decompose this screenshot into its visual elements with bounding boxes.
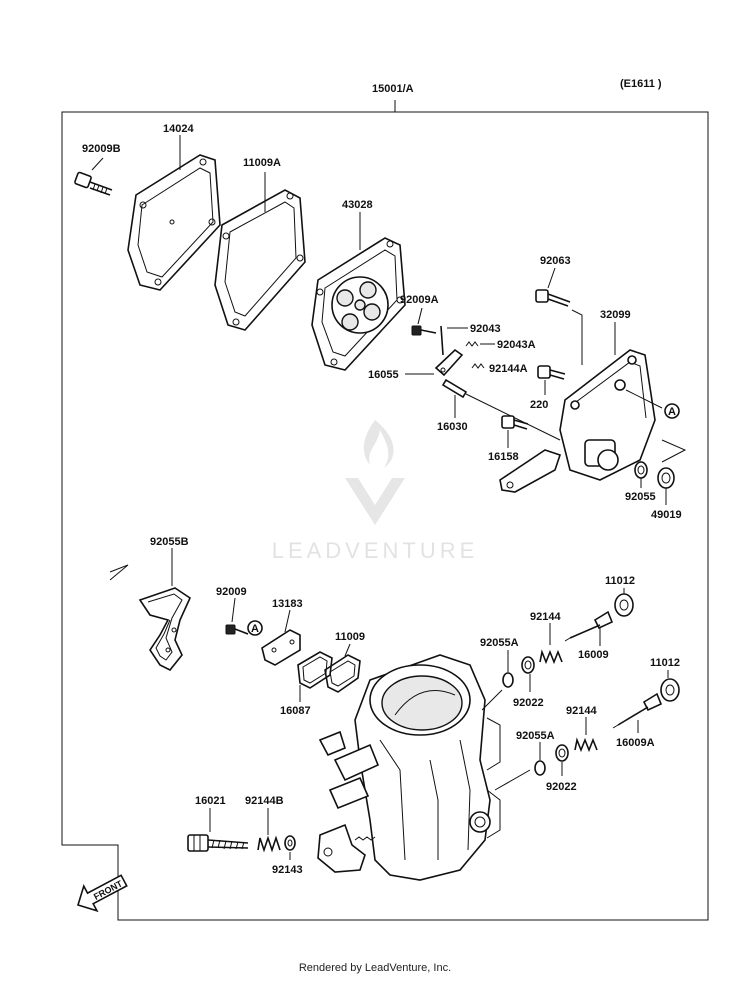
label-92009: 92009 [216,586,247,598]
part-92009A-screw [411,325,437,336]
label-92055B: 92055B [150,536,189,548]
part-92055A-oring-upper [502,672,514,688]
label-92063: 92063 [540,255,571,267]
front-arrow-icon: FRONT [77,874,128,913]
part-16009A-needle [612,692,663,729]
part-32099-body [499,349,656,493]
part-92009B-screw [74,171,113,196]
label-16009: 16009 [578,649,609,661]
part-92144-spring-lower [574,737,598,753]
label-13183: 13183 [272,598,303,610]
ref-marker-a-bottom [247,620,263,636]
part-11012-cap-upper [614,593,634,617]
part-11009-gasket [324,654,361,693]
part-13183-plate [261,629,301,666]
label-92055A-lower: 92055A [516,730,555,742]
diagram-code: (E1611 ) [620,78,662,90]
part-14024-cover [127,154,221,291]
label-16055: 16055 [368,369,399,381]
label-49019: 49019 [651,509,682,521]
label-92022-lower: 92022 [546,781,577,793]
label-92055A-upper: 92055A [480,637,519,649]
label-16158: 16158 [488,451,519,463]
part-92022-washer-upper [521,656,535,674]
v-logo-icon [345,478,405,525]
label-92009B: 92009B [82,143,121,155]
part-92055B-gasket [138,587,192,672]
label-11012-lower: 11012 [650,657,680,669]
ref-marker-a-top [664,403,680,419]
svg-text:A: A [251,623,259,635]
label-92022-upper: 92022 [513,697,544,709]
label-16021: 16021 [195,795,226,807]
label-11012-upper: 11012 [605,575,635,587]
assembly-label: 15001/A [372,83,414,95]
part-92143-washer [284,835,296,851]
part-92055A-oring-lower [534,760,546,776]
label-92055: 92055 [625,491,656,503]
part-92055-oring [634,461,648,479]
assembly-frame [61,111,709,921]
svg-text:A: A [668,406,676,418]
part-92144B-spring [257,835,281,853]
label-92143: 92143 [272,864,303,876]
label-92144A: 92144A [489,363,528,375]
label-43028: 43028 [342,199,373,211]
leadventure-watermark: LEADVENTURE [272,420,479,563]
label-11009: 11009 [335,631,365,643]
label-92009A: 92009A [400,294,439,306]
part-11012-cap-lower [660,678,680,702]
label-16087: 16087 [280,705,311,717]
label-92043: 92043 [470,323,501,335]
part-throttle-body [317,654,491,881]
part-16009-needle [564,610,614,642]
part-16158-screw [501,415,529,430]
part-11009A-gasket [214,189,306,331]
label-92144-lower: 92144 [566,705,597,717]
label-92144B: 92144B [245,795,284,807]
part-92063-screw [535,289,571,307]
part-16021-screw [187,834,249,852]
part-16055-lever [434,348,464,377]
label-92144-upper: 92144 [530,611,561,623]
footer-credit: Rendered by LeadVenture, Inc. [298,962,452,974]
label-92043A: 92043A [497,339,536,351]
label-16030: 16030 [437,421,468,433]
watermark-text: LEADVENTURE [272,538,479,563]
label-32099: 32099 [600,309,631,321]
part-49019-cap [657,467,675,489]
part-92144-spring-upper [539,649,563,665]
label-11009A: 11009A [243,157,281,169]
part-220-screw [537,365,566,380]
flame-logo-icon [363,420,394,468]
part-92022-washer-lower [555,744,569,762]
label-14024: 14024 [163,123,194,135]
part-43028-diaphragm [311,237,406,371]
part-92009-screw [225,624,249,635]
label-220: 220 [530,399,548,411]
label-16009A: 16009A [616,737,655,749]
